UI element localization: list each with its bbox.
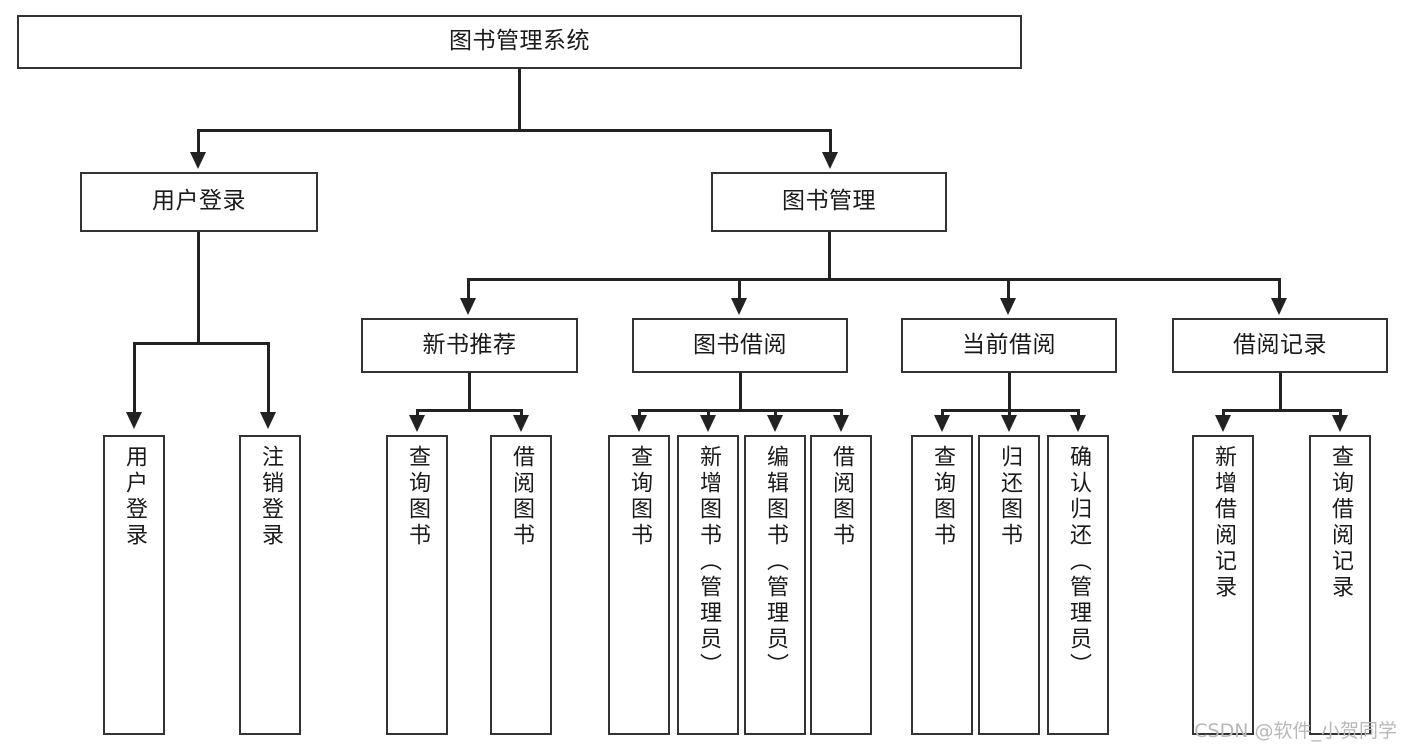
node-leaf-confirm-return-admin-label: 确认归还（管理员）: [1066, 445, 1091, 679]
connector-book-manage-drop-2: [738, 278, 741, 300]
connector-nbr-drop-1: [416, 409, 419, 419]
node-leaf-user-login[interactable]: 用户登录: [103, 435, 165, 735]
node-leaf-query-borrow-record[interactable]: 查询借阅记录: [1309, 435, 1371, 735]
arrowhead-leaf-borrow-book-2: [833, 415, 849, 432]
node-leaf-query-borrow-record-label: 查询借阅记录: [1328, 445, 1353, 601]
node-leaf-add-borrow-record[interactable]: 新增借阅记录: [1192, 435, 1254, 735]
node-leaf-borrow-book-2[interactable]: 借阅图书: [810, 435, 872, 735]
node-book-manage-label: 图书管理: [782, 188, 876, 215]
node-book-borrow-label: 图书借阅: [693, 331, 787, 358]
connector-book-manage-drop-3: [1007, 278, 1010, 300]
node-leaf-return-book[interactable]: 归还图书: [978, 435, 1040, 735]
arrowhead-book-borrow: [731, 298, 747, 315]
arrowhead-leaf-logout-login: [260, 412, 276, 429]
arrowhead-leaf-user-login: [126, 412, 142, 429]
node-leaf-borrow-book-1[interactable]: 借阅图书: [490, 435, 552, 735]
arrowhead-leaf-query-book-1: [409, 415, 425, 432]
node-book-borrow[interactable]: 图书借阅: [632, 318, 848, 373]
node-leaf-query-book-2[interactable]: 查询图书: [608, 435, 670, 735]
arrowhead-leaf-confirm-return-admin: [1070, 415, 1086, 432]
arrowhead-leaf-query-borrow-record: [1332, 415, 1348, 432]
connector-br-drop-1: [1222, 409, 1225, 419]
node-leaf-return-book-label: 归还图书: [997, 445, 1022, 549]
node-user-login[interactable]: 用户登录: [80, 172, 318, 232]
node-root[interactable]: 图书管理系统: [17, 15, 1022, 69]
arrowhead-leaf-add-book-admin: [700, 415, 716, 432]
connector-cb-drop-1: [941, 409, 944, 419]
connector-root-stem: [518, 69, 521, 131]
connector-user-login-drop-2: [267, 342, 270, 414]
node-leaf-edit-book-admin[interactable]: 编辑图书（管理员）: [744, 435, 806, 735]
connector-borrow-record-bus: [1222, 409, 1342, 412]
connector-user-login-drop-1: [133, 342, 136, 414]
arrowhead-leaf-query-book-2: [631, 415, 647, 432]
node-leaf-query-book-2-label: 查询图书: [627, 445, 652, 549]
connector-book-manage-bus: [467, 278, 1281, 281]
connector-book-manage-drop-1: [467, 278, 470, 300]
node-leaf-user-login-label: 用户登录: [122, 445, 147, 549]
connector-new-book-recommend-bus: [416, 409, 523, 412]
connector-cb-drop-2: [1008, 409, 1011, 419]
connector-user-login-bus: [133, 342, 270, 345]
arrowhead-leaf-edit-book-admin: [767, 415, 783, 432]
connector-root-to-book-manage: [829, 129, 832, 154]
connector-book-borrow-stem: [739, 373, 742, 411]
node-leaf-borrow-book-2-label: 借阅图书: [829, 445, 854, 549]
connector-br-drop-2: [1339, 409, 1342, 419]
node-borrow-record-label: 借阅记录: [1233, 331, 1327, 358]
connector-user-login-stem: [197, 232, 200, 344]
watermark-text: CSDN @软件_小贺同学: [1194, 720, 1397, 742]
connector-root-to-user-login: [197, 129, 200, 154]
node-leaf-query-book-3-label: 查询图书: [930, 445, 955, 549]
node-user-login-label: 用户登录: [152, 188, 246, 215]
node-current-borrow[interactable]: 当前借阅: [901, 318, 1117, 373]
arrowhead-borrow-record: [1271, 298, 1287, 315]
node-leaf-edit-book-admin-label: 编辑图书（管理员）: [763, 445, 788, 679]
connector-cb-drop-3: [1077, 409, 1080, 419]
connector-book-manage-stem: [828, 232, 831, 280]
node-leaf-add-book-admin-label: 新增图书（管理员）: [696, 445, 721, 679]
connector-nbr-drop-2: [520, 409, 523, 419]
connector-new-book-recommend-stem: [468, 373, 471, 411]
arrowhead-user-login: [190, 152, 206, 169]
connector-current-borrow-stem: [1008, 373, 1011, 411]
connector-book-manage-drop-4: [1278, 278, 1281, 300]
arrowhead-leaf-query-book-3: [934, 415, 950, 432]
node-leaf-add-borrow-record-label: 新增借阅记录: [1211, 445, 1236, 601]
connector-bb-drop-4: [840, 409, 843, 419]
node-new-book-recommend-label: 新书推荐: [422, 331, 517, 358]
arrowhead-leaf-return-book: [1001, 415, 1017, 432]
arrowhead-new-book-recommend: [460, 298, 476, 315]
node-root-label: 图书管理系统: [449, 28, 590, 55]
connector-borrow-record-stem: [1279, 373, 1282, 411]
arrowhead-book-manage: [822, 152, 838, 169]
connector-bb-drop-1: [638, 409, 641, 419]
node-leaf-query-book-1-label: 查询图书: [405, 445, 430, 549]
arrowhead-current-borrow: [1000, 298, 1016, 315]
connector-bb-drop-2: [707, 409, 710, 419]
node-leaf-logout-login[interactable]: 注销登录: [239, 435, 301, 735]
connector-bb-drop-3: [774, 409, 777, 419]
node-leaf-query-book-1[interactable]: 查询图书: [386, 435, 448, 735]
connector-book-borrow-bus: [638, 409, 843, 412]
node-new-book-recommend[interactable]: 新书推荐: [361, 318, 578, 373]
node-leaf-borrow-book-1-label: 借阅图书: [509, 445, 534, 549]
node-book-manage[interactable]: 图书管理: [711, 172, 947, 232]
node-borrow-record[interactable]: 借阅记录: [1172, 318, 1388, 373]
connector-root-bus: [197, 129, 832, 132]
node-leaf-confirm-return-admin[interactable]: 确认归还（管理员）: [1047, 435, 1109, 735]
arrowhead-leaf-add-borrow-record: [1215, 415, 1231, 432]
node-current-borrow-label: 当前借阅: [962, 331, 1056, 358]
arrowhead-leaf-borrow-book-1: [513, 415, 529, 432]
node-leaf-query-book-3[interactable]: 查询图书: [911, 435, 973, 735]
node-leaf-add-book-admin[interactable]: 新增图书（管理员）: [677, 435, 739, 735]
node-leaf-logout-login-label: 注销登录: [258, 445, 283, 549]
